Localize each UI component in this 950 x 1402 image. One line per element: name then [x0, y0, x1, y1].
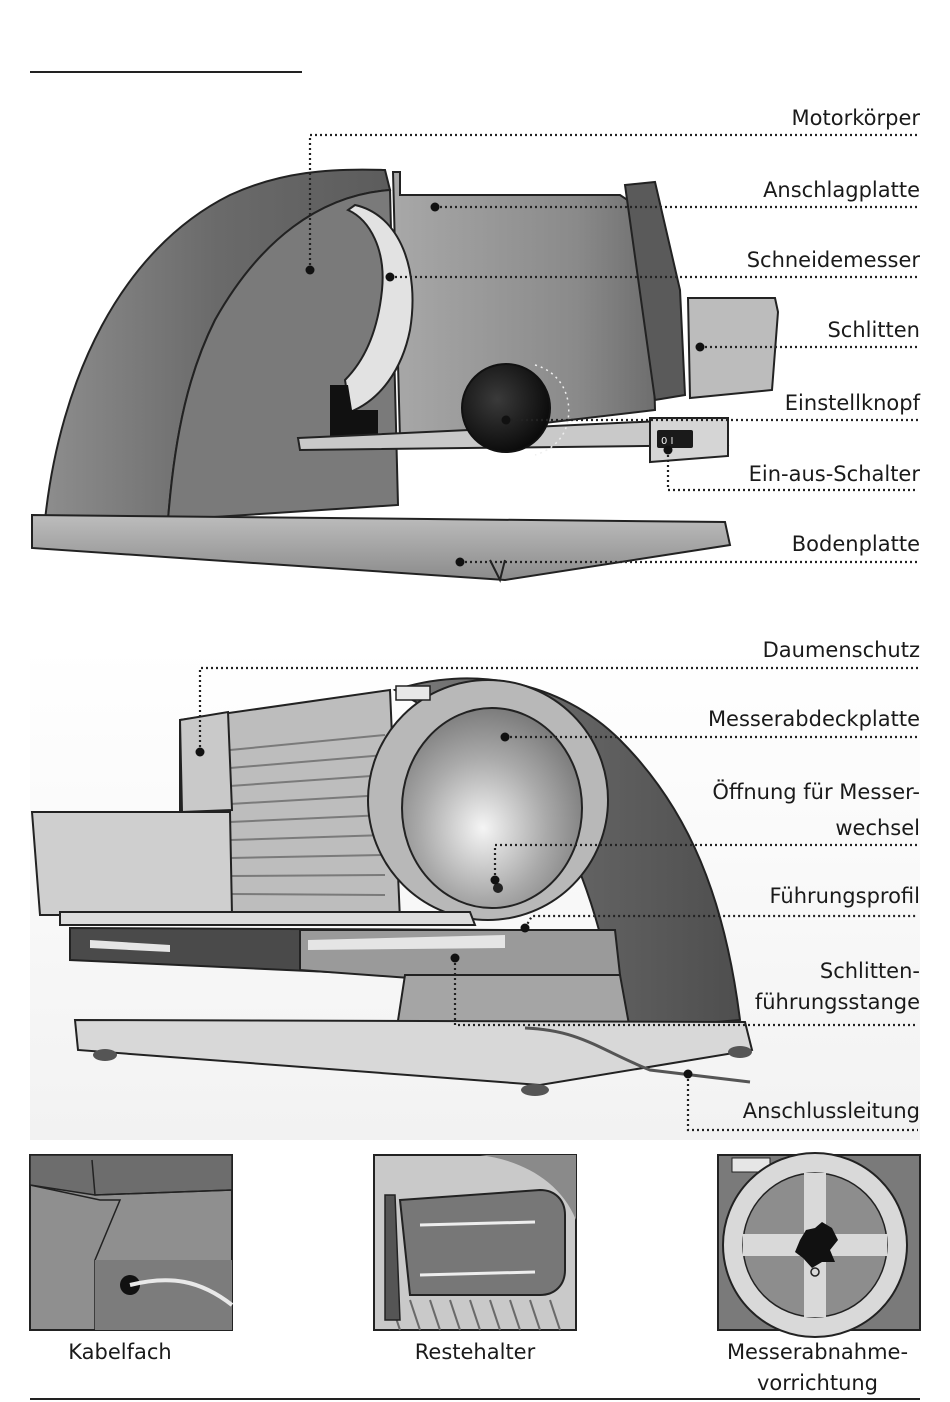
- restehalter-illustration: [374, 1155, 576, 1330]
- caption-restehalter: Restehalter: [380, 1337, 570, 1367]
- messerabnahme-illustration: [718, 1153, 920, 1337]
- caption-messerabnahme-line2: vorrichtung: [710, 1368, 925, 1398]
- caption-messerabnahme-line1: Messerabnahme-: [710, 1337, 925, 1367]
- kabelfach-illustration: [30, 1155, 232, 1330]
- caption-kabelfach: Kabelfach: [30, 1337, 210, 1367]
